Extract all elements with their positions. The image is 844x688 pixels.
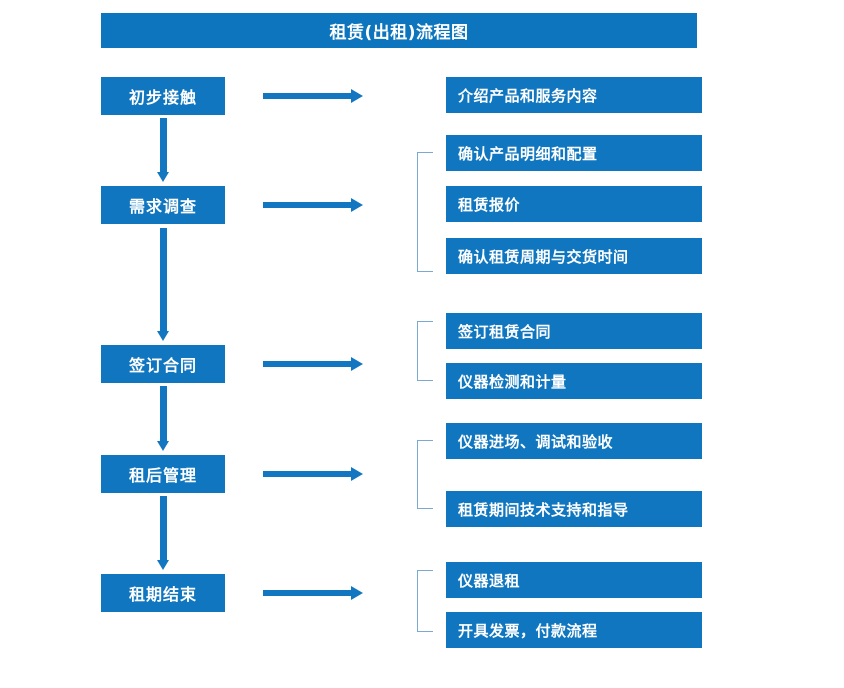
down-arrow-icon-3 [157, 386, 169, 451]
detail-box-3[interactable]: 租赁报价 [446, 186, 702, 222]
group-bracket-icon-2 [417, 321, 433, 381]
group-bracket-icon-1 [417, 152, 433, 272]
detail-box-5[interactable]: 签订租赁合同 [446, 313, 702, 349]
group-bracket-icon-3 [417, 440, 433, 509]
detail-box-1[interactable]: 介绍产品和服务内容 [446, 77, 702, 113]
down-arrow-icon-1 [157, 118, 169, 182]
down-arrow-icon-4 [157, 496, 169, 570]
detail-box-4[interactable]: 确认租赁周期与交货时间 [446, 238, 702, 274]
stage-box-5[interactable]: 租期结束 [101, 574, 225, 612]
chart-title-banner: 租赁(出租)流程图 [101, 13, 697, 48]
stage-box-2[interactable]: 需求调查 [101, 186, 225, 224]
group-bracket-icon-4 [417, 570, 433, 632]
right-arrow-icon-2 [263, 198, 363, 212]
detail-box-2[interactable]: 确认产品明细和配置 [446, 135, 702, 171]
right-arrow-icon-5 [263, 586, 363, 600]
stage-box-4[interactable]: 租后管理 [101, 455, 225, 493]
down-arrow-icon-2 [157, 228, 169, 341]
stage-box-1[interactable]: 初步接触 [101, 77, 225, 115]
detail-box-8[interactable]: 租赁期间技术支持和指导 [446, 491, 702, 527]
detail-box-7[interactable]: 仪器进场、调试和验收 [446, 423, 702, 459]
right-arrow-icon-1 [263, 89, 363, 103]
right-arrow-icon-4 [263, 467, 363, 481]
detail-box-10[interactable]: 开具发票，付款流程 [446, 612, 702, 648]
stage-box-3[interactable]: 签订合同 [101, 345, 225, 383]
right-arrow-icon-3 [263, 357, 363, 371]
detail-box-9[interactable]: 仪器退租 [446, 562, 702, 598]
detail-box-6[interactable]: 仪器检测和计量 [446, 363, 702, 399]
